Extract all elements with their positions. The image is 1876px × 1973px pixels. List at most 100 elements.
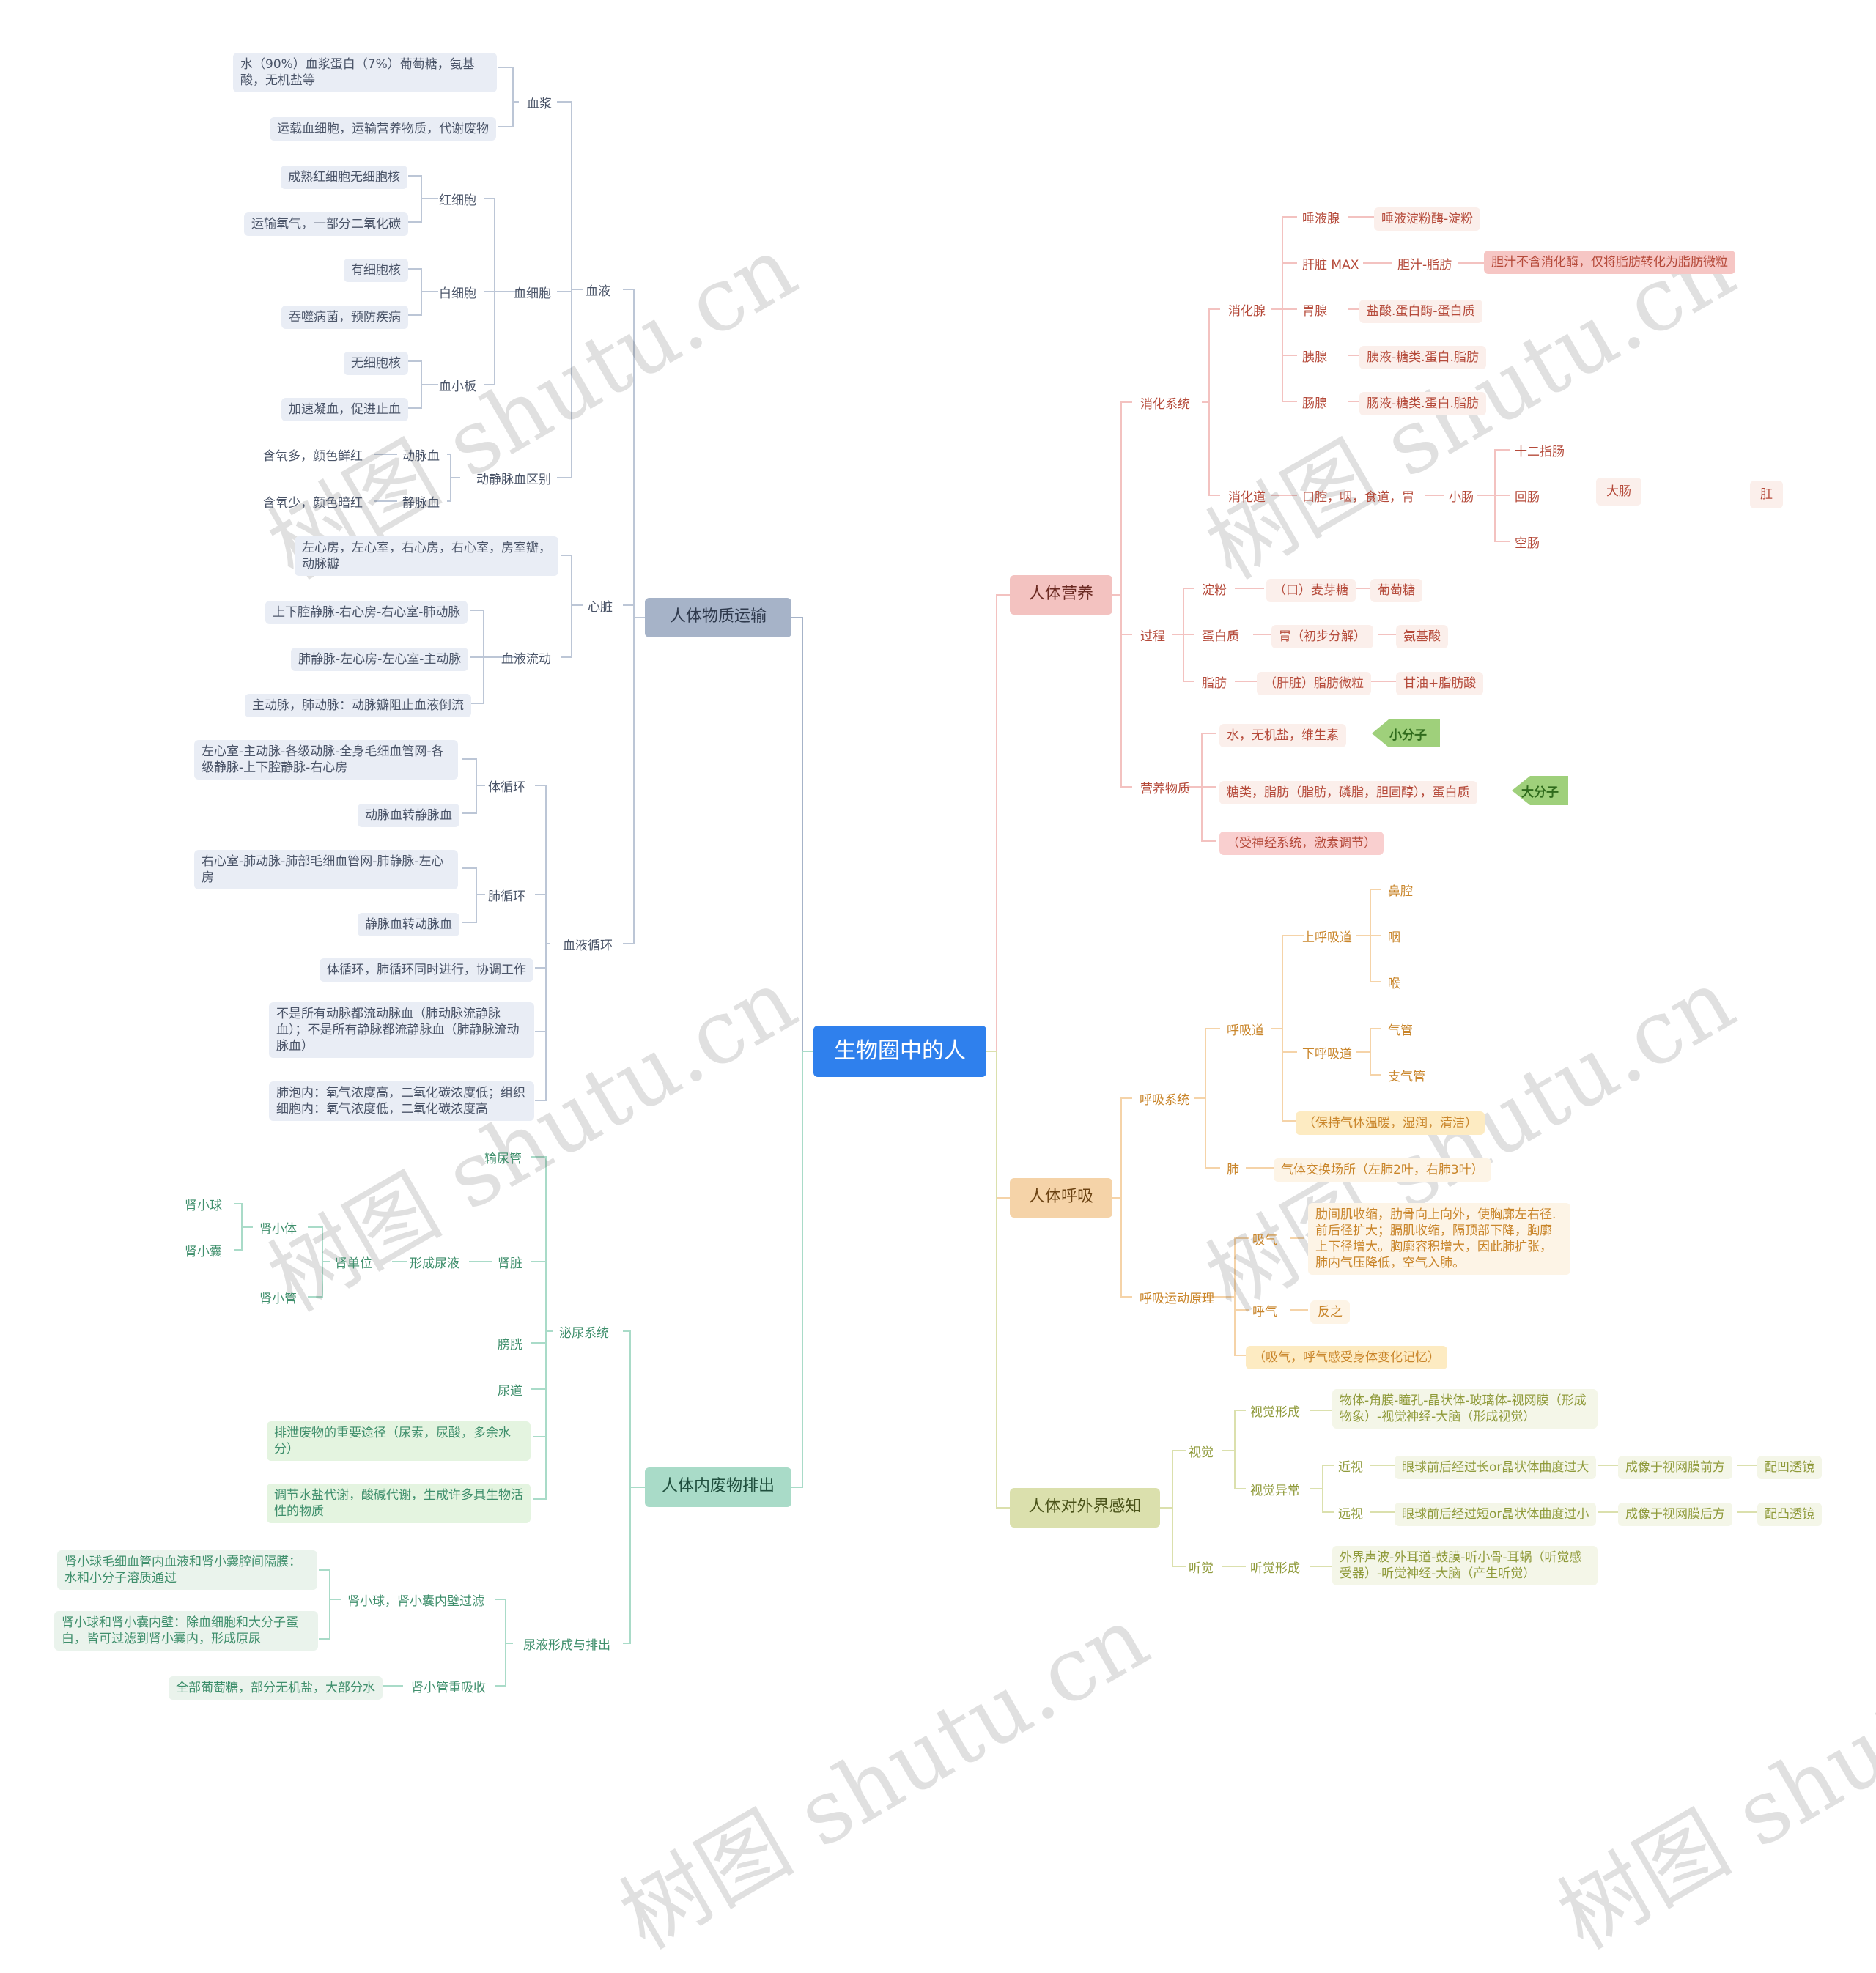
- blood-cell-node[interactable]: 血细胞: [514, 286, 551, 301]
- urinary-node[interactable]: 泌尿系统: [559, 1326, 609, 1341]
- flow-item[interactable]: 肺静脉-左心房-左心室-主动脉: [291, 648, 469, 671]
- large-intestine-node[interactable]: 大肠: [1596, 478, 1642, 506]
- gland-enzyme[interactable]: 盐酸.蛋白酶-蛋白质: [1359, 300, 1482, 323]
- lower-item[interactable]: 支气管: [1388, 1070, 1425, 1084]
- regulation-note[interactable]: （受神经系统，激素调节）: [1219, 832, 1384, 855]
- hyperopia-node[interactable]: 远视: [1338, 1507, 1363, 1522]
- renal-corpuscle-node[interactable]: 肾小体: [259, 1222, 297, 1237]
- gland-enzyme[interactable]: 胰液-糖类.蛋白.脂肪: [1359, 346, 1486, 369]
- branch-sense[interactable]: 人体对外界感知: [1010, 1488, 1160, 1528]
- principle-note[interactable]: （吸气，呼气感受身体变化记忆）: [1246, 1346, 1447, 1369]
- gland-enzyme[interactable]: 肠液-糖类.蛋白.脂肪: [1359, 392, 1486, 415]
- urethra-node[interactable]: 尿道: [498, 1384, 522, 1399]
- platelet-node[interactable]: 血小板: [439, 380, 476, 394]
- heart-item[interactable]: 左心房，左心室，右心房，右心室，房室瓣，动脉瓣: [295, 536, 558, 576]
- tract-node[interactable]: 消化道: [1228, 490, 1266, 505]
- wbc-item[interactable]: 吞噬病菌，预防疾病: [281, 306, 408, 329]
- circulation-note[interactable]: 肺泡内：氧气浓度高，二氧化碳浓度低；组织细胞内：氧气浓度低，二氧化碳浓度高: [269, 1081, 534, 1121]
- branch-transport[interactable]: 人体物质运输: [645, 598, 791, 637]
- plasma-node[interactable]: 血浆: [527, 97, 552, 111]
- hyperopia-cause[interactable]: 眼球前后经过短or晶状体曲度过小: [1395, 1503, 1597, 1526]
- circulation-node[interactable]: 血液循环: [563, 939, 613, 953]
- systemic-item[interactable]: 动脉血转静脉血: [358, 804, 459, 827]
- lung-node[interactable]: 肺: [1227, 1163, 1239, 1177]
- process-name[interactable]: 蛋白质: [1202, 629, 1239, 644]
- glands-node[interactable]: 消化腺: [1228, 304, 1266, 319]
- arterial-node[interactable]: 动脉血: [402, 449, 440, 464]
- process-end[interactable]: 氨基酸: [1396, 625, 1448, 648]
- large-molecules[interactable]: 糖类，脂肪（脂肪，磷脂，胆固醇），蛋白质: [1219, 781, 1477, 804]
- gland-enzyme[interactable]: 唾液淀粉酶-淀粉: [1374, 207, 1481, 231]
- flow-item[interactable]: 上下腔静脉-右心房-右心室-肺动脉: [265, 601, 468, 624]
- hyperopia-fix[interactable]: 配凸透镜: [1757, 1503, 1822, 1526]
- process-name[interactable]: 脂肪: [1202, 676, 1227, 691]
- resp-system-node[interactable]: 呼吸系统: [1140, 1093, 1189, 1108]
- inhale-item[interactable]: 肋间肌收缩，肋骨向上向外，使胸廓左右径.前后径扩大；膈肌收缩，隔顶部下降，胸廓上…: [1308, 1203, 1570, 1275]
- filtration-node[interactable]: 肾小球，肾小囊内壁过滤: [347, 1594, 484, 1609]
- branch-nutrition[interactable]: 人体营养: [1010, 575, 1112, 615]
- process-end[interactable]: 葡萄糖: [1370, 579, 1422, 602]
- formation-node[interactable]: 尿液形成与排出: [523, 1638, 610, 1653]
- vision-form-item[interactable]: 物体-角膜-瞳孔-晶状体-玻璃体-视网膜（形成物象）-视觉神经-大脑（形成视觉）: [1332, 1389, 1598, 1429]
- process-name[interactable]: 淀粉: [1202, 583, 1227, 598]
- small-molecules[interactable]: 水，无机盐，维生素: [1219, 724, 1346, 747]
- gland-enzyme[interactable]: 胆汁-脂肪: [1397, 258, 1452, 273]
- branch-respiration[interactable]: 人体呼吸: [1010, 1178, 1112, 1218]
- plasma-composition[interactable]: 水（90%）血浆蛋白（7%）葡萄糖，氨基酸，无机盐等: [233, 53, 497, 92]
- gland-name[interactable]: 胰腺: [1302, 350, 1327, 365]
- upper-item[interactable]: 喉: [1388, 977, 1400, 991]
- circulation-note[interactable]: 体循环，肺循环同时进行，协调工作: [320, 958, 533, 982]
- rbc-item[interactable]: 成熟红细胞无细胞核: [281, 166, 407, 189]
- urinary-note[interactable]: 排泄废物的重要途径（尿素，尿酸，多余水分）: [267, 1421, 531, 1461]
- systemic-node[interactable]: 体循环: [488, 780, 525, 795]
- blood-flow-node[interactable]: 血液流动: [501, 652, 551, 667]
- flow-item[interactable]: 主动脉，肺动脉：动脉瓣阻止血液倒流: [245, 694, 471, 717]
- myopia-fix[interactable]: 配凹透镜: [1757, 1456, 1822, 1479]
- myopia-image[interactable]: 成像于视网膜前方: [1618, 1456, 1732, 1479]
- circulation-note[interactable]: 不是所有动脉都流动脉血（肺动脉流静脉血）；不是所有静脉都流静脉血（肺静脉流动脉血…: [269, 1002, 534, 1058]
- form-urine-node[interactable]: 形成尿液: [410, 1256, 459, 1271]
- capsule-node[interactable]: 肾小囊: [185, 1245, 222, 1259]
- rbc-item[interactable]: 运输氧气，一部分二氧化碳: [244, 212, 408, 236]
- plasma-function[interactable]: 运载血细胞，运输营养物质，代谢废物: [270, 117, 496, 141]
- venous-item[interactable]: 含氧少，颜色暗红: [263, 496, 363, 511]
- bladder-node[interactable]: 膀胱: [498, 1338, 522, 1352]
- gland-name[interactable]: 肠腺: [1302, 396, 1327, 411]
- gland-name[interactable]: 肝脏 MAX: [1302, 258, 1359, 273]
- kidney-node[interactable]: 肾脏: [498, 1256, 522, 1271]
- av-difference-node[interactable]: 动静脉血区别: [476, 473, 551, 487]
- resp-tract-node[interactable]: 呼吸道: [1227, 1023, 1264, 1038]
- branch-waste[interactable]: 人体内废物排出: [645, 1467, 791, 1507]
- resp-principle-node[interactable]: 呼吸运动原理: [1140, 1292, 1214, 1306]
- pulmonary-node[interactable]: 肺循环: [488, 889, 525, 904]
- exhale-node[interactable]: 呼气: [1252, 1305, 1277, 1319]
- lower-tract-node[interactable]: 下呼吸道: [1302, 1047, 1352, 1062]
- hearing-node[interactable]: 听觉: [1189, 1561, 1214, 1576]
- exhale-item[interactable]: 反之: [1310, 1300, 1350, 1324]
- urinary-note[interactable]: 调节水盐代谢，酸碱代谢，生成许多具生物活性的物质: [267, 1484, 531, 1523]
- bile-note[interactable]: 胆汁不含消化酶，仅将脂肪转化为脂肪微粒: [1484, 251, 1735, 274]
- vision-form-node[interactable]: 视觉形成: [1250, 1405, 1300, 1420]
- wbc-node[interactable]: 白细胞: [439, 286, 476, 301]
- si-part[interactable]: 回肠: [1515, 490, 1540, 505]
- rbc-node[interactable]: 红细胞: [439, 193, 476, 208]
- gland-name[interactable]: 唾液腺: [1302, 212, 1340, 226]
- arterial-item[interactable]: 含氧多，颜色鲜红: [263, 449, 363, 464]
- venous-node[interactable]: 静脉血: [402, 496, 440, 511]
- process-mid[interactable]: （口）麦芽糖: [1266, 579, 1356, 602]
- nephron-node[interactable]: 肾单位: [335, 1256, 372, 1271]
- heart-node[interactable]: 心脏: [588, 600, 613, 615]
- hearing-form-item[interactable]: 外界声波-外耳道-鼓膜-听小骨-耳蜗（听觉感受器）-听觉神经-大脑（产生听觉）: [1332, 1546, 1598, 1585]
- digestive-system-node[interactable]: 消化系统: [1140, 397, 1190, 412]
- small-intestine-node[interactable]: 小肠: [1449, 490, 1474, 505]
- hyperopia-image[interactable]: 成像于视网膜后方: [1618, 1503, 1732, 1526]
- systemic-item[interactable]: 左心室-主动脉-各级动脉-全身毛细血管网-各级静脉-上下腔静脉-右心房: [194, 740, 458, 780]
- hearing-form-node[interactable]: 听觉形成: [1250, 1561, 1300, 1576]
- myopia-cause[interactable]: 眼球前后经过长or晶状体曲度过大: [1395, 1456, 1597, 1479]
- inhale-node[interactable]: 吸气: [1252, 1233, 1277, 1248]
- process-node[interactable]: 过程: [1140, 629, 1165, 644]
- pulmonary-item[interactable]: 静脉血转动脉血: [358, 913, 459, 936]
- anus-node[interactable]: 肛: [1750, 481, 1783, 508]
- ureter-node[interactable]: 输尿管: [484, 1152, 522, 1166]
- glomerulus-node[interactable]: 肾小球: [185, 1199, 222, 1213]
